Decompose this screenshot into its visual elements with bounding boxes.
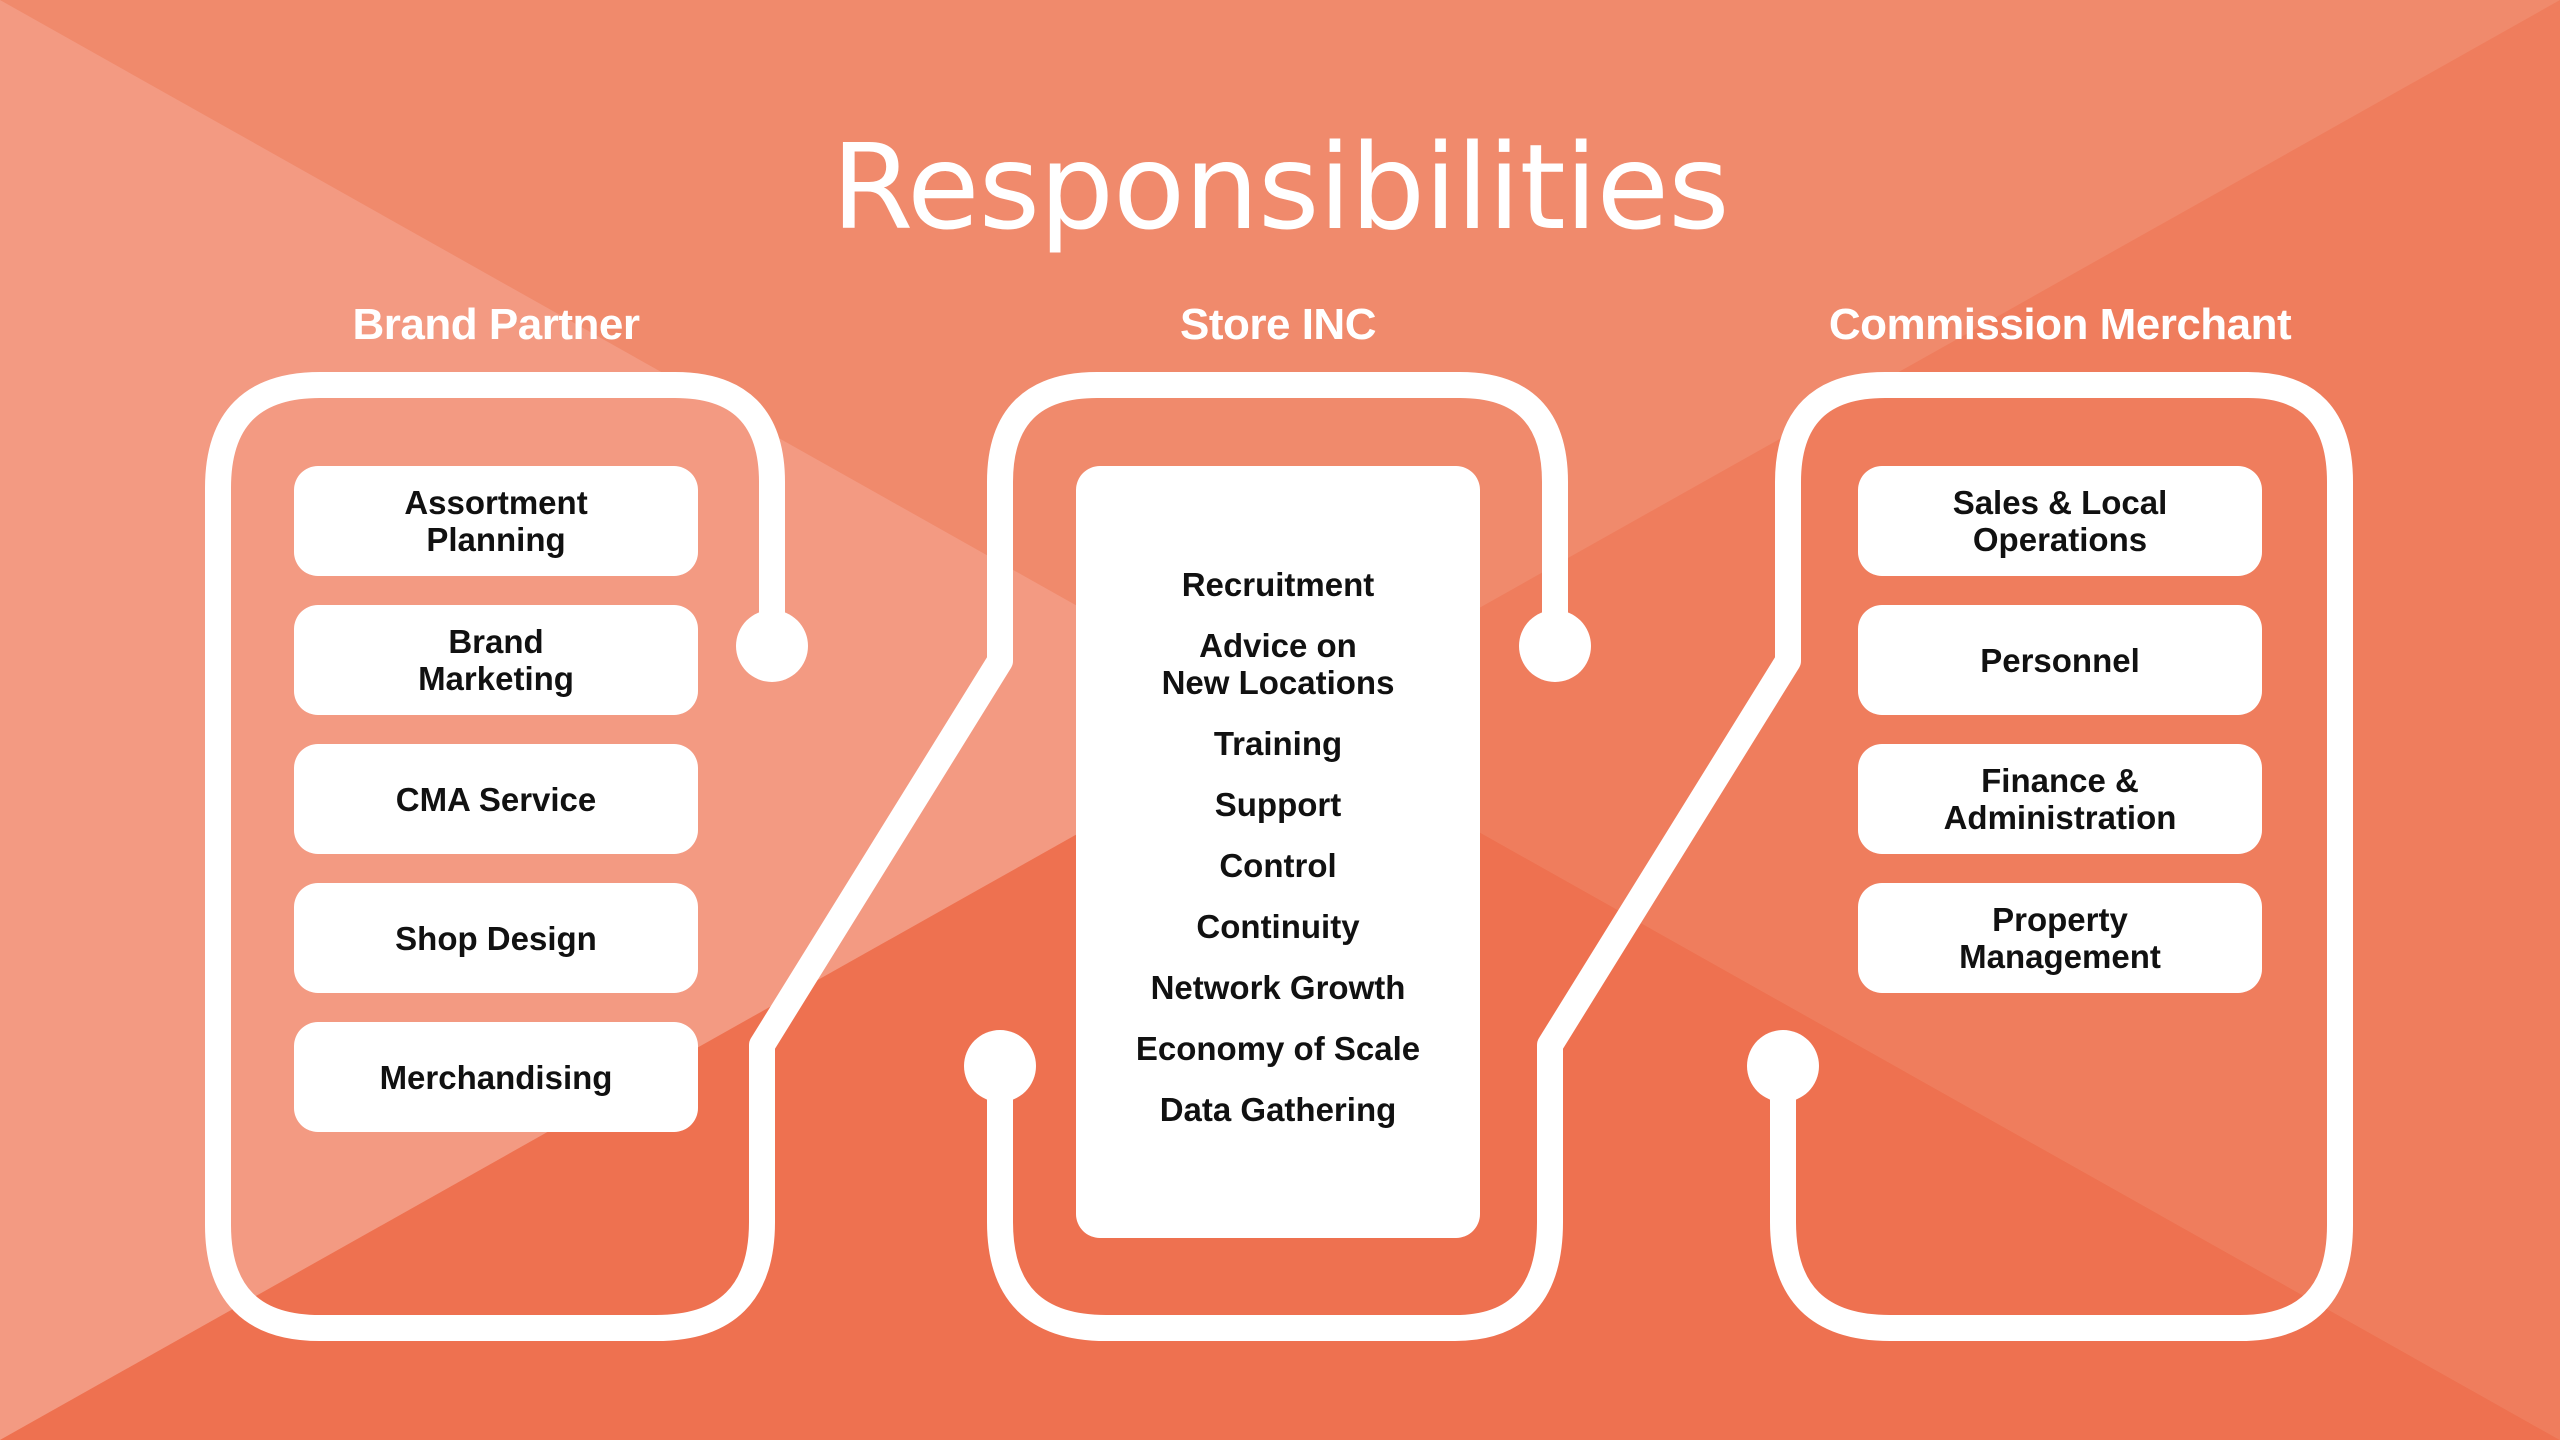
store-inc-item: Economy of Scale <box>1135 1030 1421 1067</box>
commission-merchant-item: Sales & Local Operations <box>1858 466 2262 576</box>
brand-partner-item: Brand Marketing <box>294 605 698 715</box>
heading-store-inc: Store INC <box>1180 300 1376 349</box>
brand-partner-item: CMA Service <box>294 744 698 854</box>
commission-merchant-item: Property Management <box>1858 883 2262 993</box>
brand-partner-item: Assortment Planning <box>294 466 698 576</box>
commission-merchant-item: Finance & Administration <box>1858 744 2262 854</box>
store-inc-item: Support <box>1214 786 1342 823</box>
heading-commission-merchant: Commission Merchant <box>1828 300 2292 349</box>
store-inc-item: Control <box>1219 847 1337 884</box>
right-connector-dot <box>1747 1030 1819 1102</box>
store-inc-item: Continuity <box>1196 908 1360 945</box>
store-inc-item: Network Growth <box>1150 969 1406 1006</box>
store-inc-item: Recruitment <box>1181 566 1375 603</box>
heading-brand-partner: Brand Partner <box>352 300 640 349</box>
brand-partner-item: Shop Design <box>294 883 698 993</box>
store-inc-item: Training <box>1213 725 1343 762</box>
store-inc-card: Recruitment Advice on New Locations Trai… <box>1076 466 1480 1238</box>
center-top-connector-dot <box>1519 610 1591 682</box>
commission-merchant-item: Personnel <box>1858 605 2262 715</box>
store-inc-item: Data Gathering <box>1159 1091 1397 1128</box>
center-bottom-connector-dot <box>964 1030 1036 1102</box>
store-inc-item: Advice on New Locations <box>1161 627 1395 701</box>
center-loop-line <box>987 372 2353 1341</box>
brand-partner-item: Merchandising <box>294 1022 698 1132</box>
page-title: Responsibilities <box>831 118 1729 256</box>
left-connector-dot <box>736 610 808 682</box>
left-loop-line <box>205 372 1568 1341</box>
